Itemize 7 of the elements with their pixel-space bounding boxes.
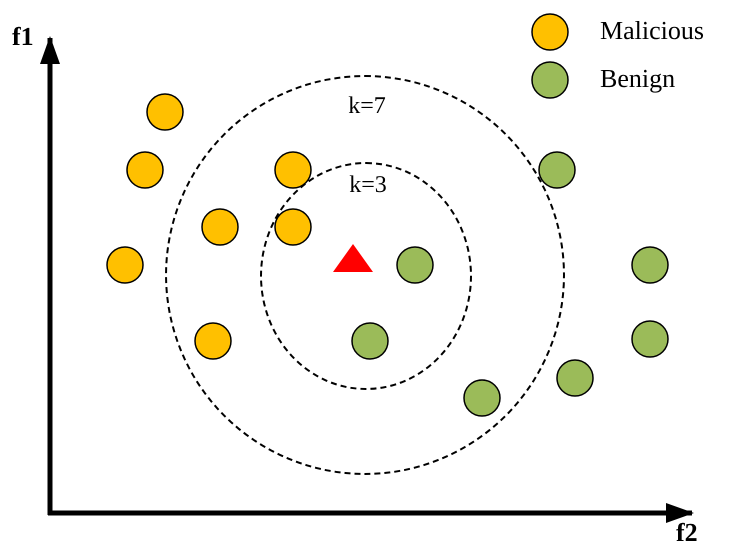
- axis-label: f2: [676, 518, 698, 548]
- legend-label: Malicious: [600, 16, 704, 46]
- legend-label: Benign: [600, 64, 676, 94]
- dashed-circle: [260, 162, 472, 390]
- circle-label: k=7: [348, 93, 386, 120]
- axis-label: f1: [12, 22, 34, 52]
- circle-label: k=3: [349, 172, 387, 199]
